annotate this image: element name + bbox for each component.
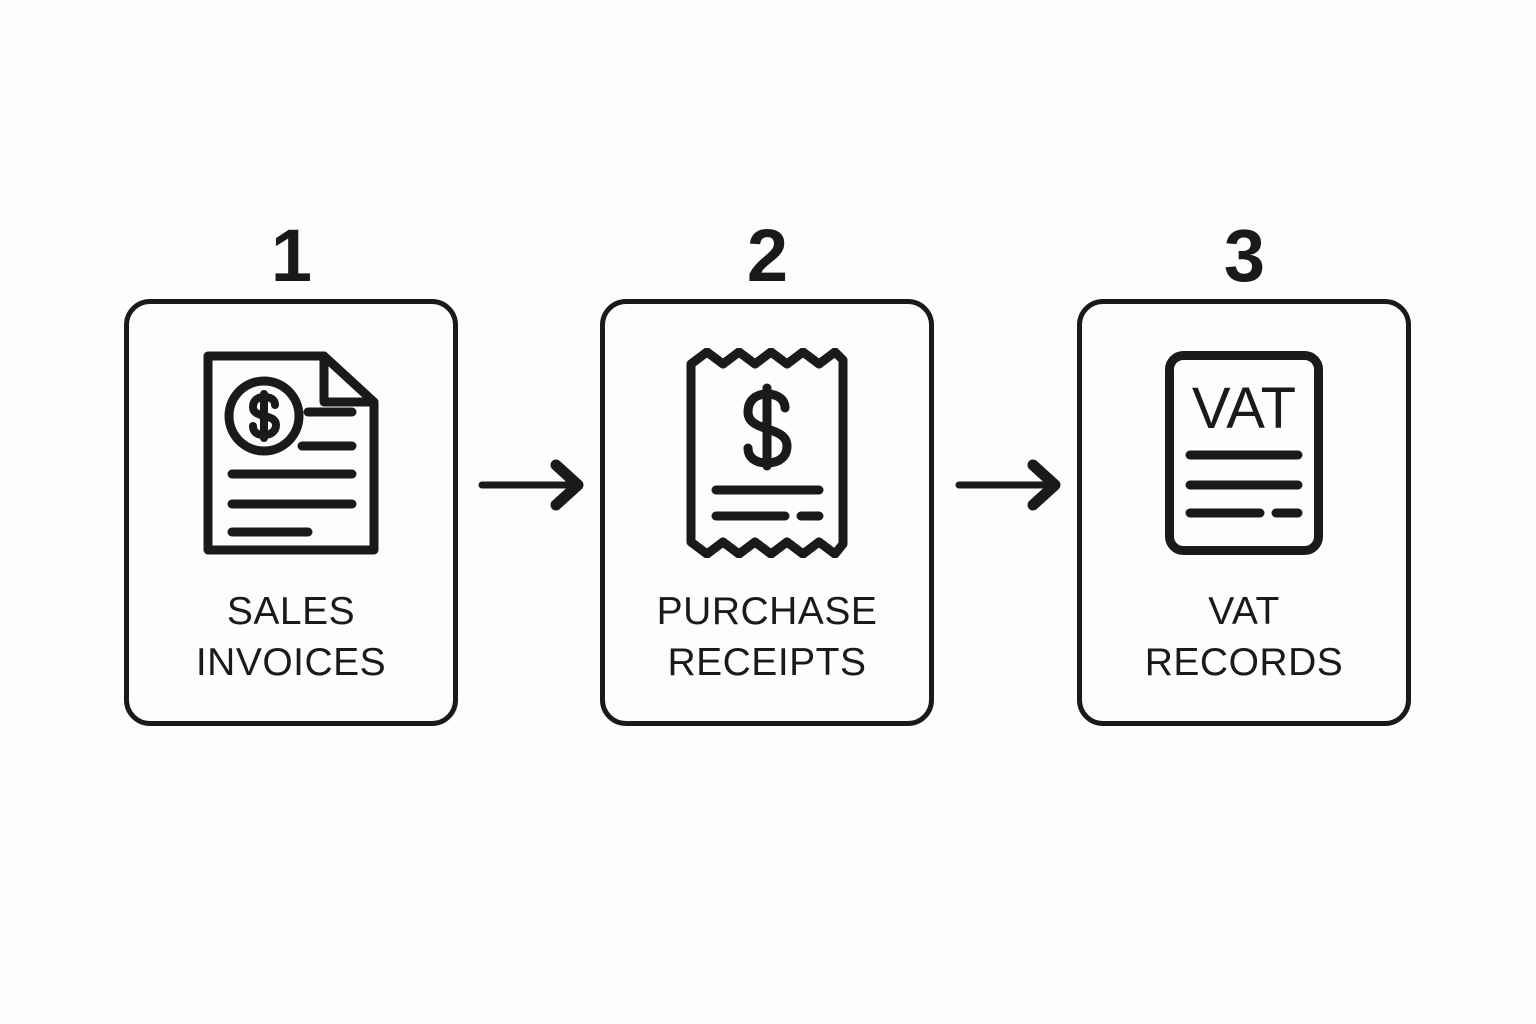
step-card-sales-invoices[interactable]: SALES INVOICES <box>124 299 458 726</box>
flow-step-3: 3 VAT VAT RECORDS <box>1077 213 1411 726</box>
flow-step-2: 2 PURCHASE RECEIPTS <box>600 213 934 726</box>
step-number-3: 3 <box>1223 214 1265 297</box>
step-card-purchase-receipts[interactable]: PURCHASE RECEIPTS <box>600 299 934 726</box>
arrow-step-1-to-2 <box>478 455 594 515</box>
vat-icon-text: VAT <box>1192 376 1296 441</box>
step-number-1: 1 <box>270 214 312 297</box>
step-label-sales-invoices: SALES INVOICES <box>195 590 387 685</box>
step-label-vat-records: VAT RECORDS <box>1144 590 1344 685</box>
receipt-dollar-icon <box>681 346 853 560</box>
step-card-vat-records[interactable]: VAT VAT RECORDS <box>1077 299 1411 726</box>
invoice-document-dollar-icon <box>202 346 380 560</box>
arrow-step-2-to-3 <box>955 455 1071 515</box>
flow-step-1: 1 S <box>124 213 458 726</box>
vat-document-icon: VAT <box>1164 346 1324 560</box>
step-label-purchase-receipts: PURCHASE RECEIPTS <box>656 590 878 685</box>
step-number-2: 2 <box>746 214 788 297</box>
